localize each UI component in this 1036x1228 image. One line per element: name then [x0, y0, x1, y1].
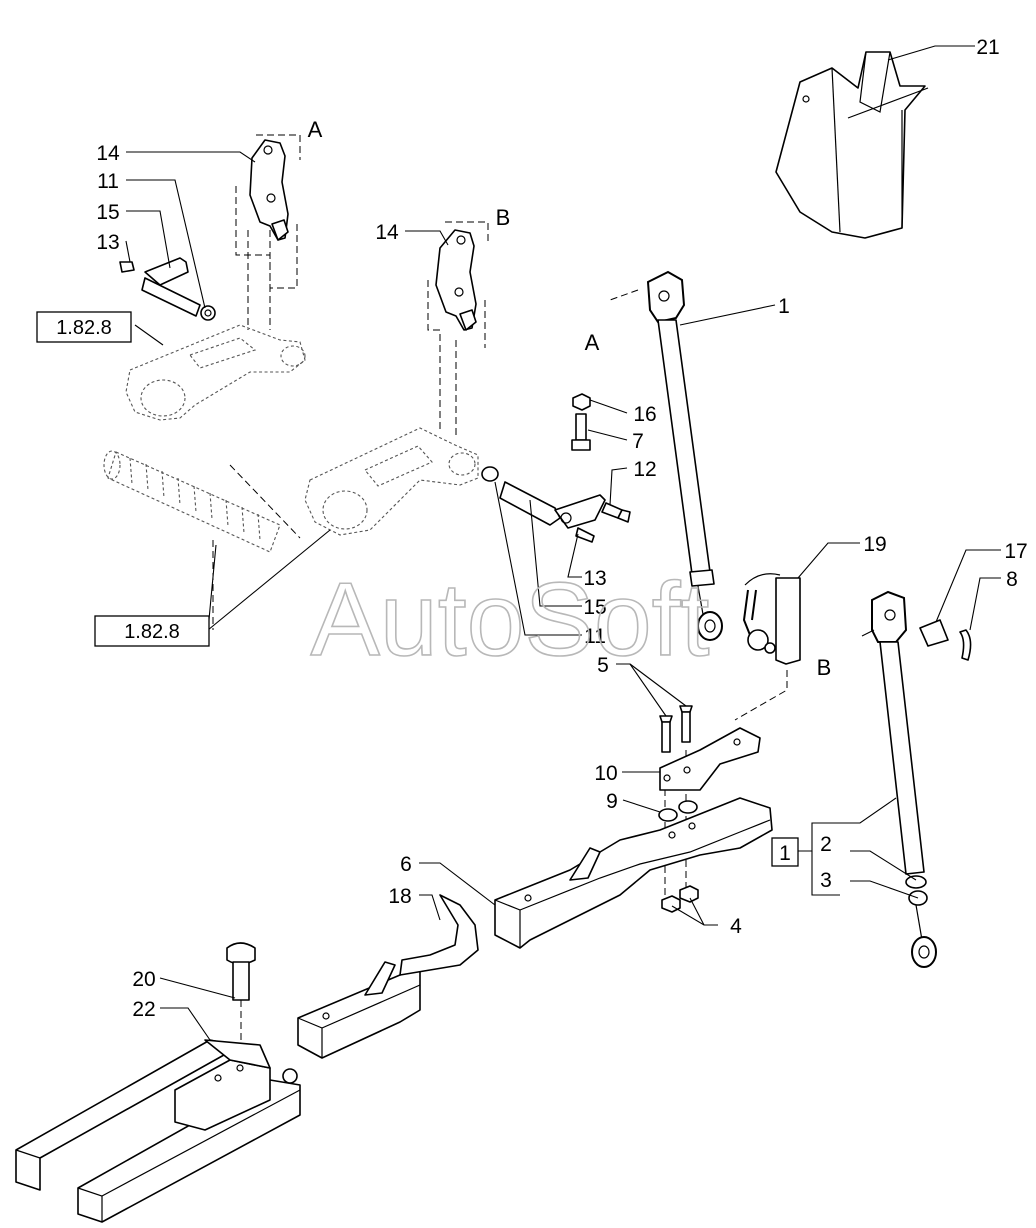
callout-3: 3: [820, 869, 832, 892]
callout-8: 8: [1006, 568, 1018, 591]
link-plate-14-a: [249, 134, 301, 241]
watermark: AutoSoft: [311, 562, 710, 678]
callout-numbers: 21 14 11 15 13 14 1 16 7 12 19 17 8 13 1…: [96, 36, 1027, 1021]
callout-20: 20: [132, 968, 155, 991]
callout-11-b: 11: [584, 625, 606, 648]
reference-box-2: 1.82.8: [94, 615, 210, 647]
callout-2: 2: [820, 833, 832, 856]
reference-box-1: 1.82.8: [36, 311, 132, 343]
letter-a-link: A: [585, 330, 600, 355]
hook-18: [297, 894, 479, 1059]
plate-10: [659, 727, 761, 791]
link-plate-14-b: [435, 221, 489, 331]
pin-20: [226, 942, 256, 1001]
pin-with-chain-19: [742, 573, 801, 665]
callout-1: 1: [778, 295, 790, 318]
callout-15-a: 15: [96, 201, 119, 224]
callout-14-b: 14: [375, 221, 399, 244]
bolts-5: [659, 705, 693, 753]
top-link-1: [646, 270, 723, 641]
leader-lines: [125, 45, 1001, 1041]
nuts-4: [661, 885, 699, 913]
drawbar-6: [494, 797, 773, 949]
callout-13-a: 13: [96, 231, 119, 254]
pin-assembly-upper: [119, 257, 216, 321]
lift-arm-upper-ghost: [125, 324, 306, 421]
reference-label-2: 1.82.8: [124, 621, 180, 643]
letter-b-top: B: [496, 205, 511, 230]
callout-18: 18: [388, 885, 411, 908]
washers-9: [658, 800, 698, 822]
callout-9: 9: [606, 790, 618, 813]
bracket-22: [15, 1039, 301, 1223]
callout-19: 19: [863, 533, 886, 556]
callout-1-group: 1: [779, 842, 791, 865]
callout-22: 22: [132, 998, 155, 1021]
letter-a-top: A: [308, 117, 323, 142]
callout-17: 17: [1004, 540, 1027, 563]
callout-4: 4: [730, 915, 742, 938]
bracket-part-21: [775, 51, 929, 239]
callout-10: 10: [594, 762, 617, 785]
callout-6: 6: [400, 853, 412, 876]
callout-14-a: 14: [96, 142, 120, 165]
callout-5: 5: [597, 654, 609, 677]
bolt-7-nut-16: [571, 393, 591, 451]
reference-label-1: 1.82.8: [56, 317, 112, 339]
callout-12: 12: [633, 458, 656, 481]
lift-arm-lower-ghost: [304, 427, 479, 536]
callout-21: 21: [976, 36, 999, 59]
letter-b-link: B: [817, 655, 832, 680]
callout-15-b: 15: [583, 596, 606, 619]
callout-7: 7: [632, 430, 644, 453]
bolt-12: [601, 502, 631, 523]
callout-11-a: 11: [97, 170, 119, 193]
group-box-1: [771, 837, 799, 867]
splined-shaft: [103, 450, 301, 553]
pin-assembly-middle: [481, 466, 606, 543]
lift-rod-b: [871, 590, 972, 968]
callout-13-b: 13: [583, 567, 606, 590]
callout-16: 16: [633, 403, 656, 426]
